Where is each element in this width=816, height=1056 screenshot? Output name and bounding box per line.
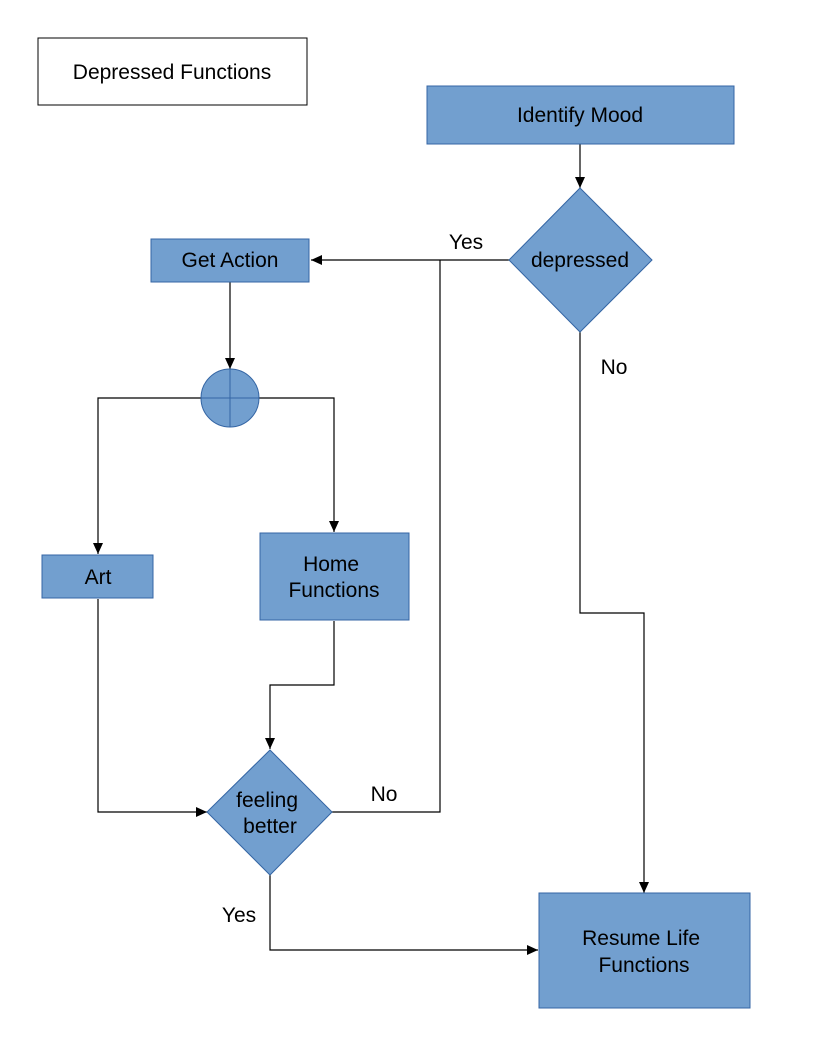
node-resume-life-functions-line-1: Resume Life bbox=[582, 927, 700, 950]
edge-label-depressed-yes: Yes bbox=[449, 231, 483, 254]
node-art: Art bbox=[41, 554, 154, 599]
edge-label-feeling-better-no: No bbox=[371, 783, 398, 806]
node-resume-life-functions-shape bbox=[538, 892, 751, 1009]
node-get-action: Get Action bbox=[150, 238, 310, 283]
decision-depressed-shape bbox=[508, 187, 653, 333]
edge-feeling-better-no-loop bbox=[332, 260, 441, 813]
decision-feeling-better-line-2: better bbox=[243, 815, 297, 838]
decision-depressed: depressed bbox=[508, 187, 653, 333]
node-get-action-shape bbox=[150, 238, 310, 283]
node-identify-mood-shape bbox=[426, 85, 735, 145]
edge-label-depressed-no: No bbox=[601, 356, 628, 379]
node-get-action-label: Get Action bbox=[182, 249, 279, 272]
decision-feeling-better: feeling better bbox=[206, 749, 333, 876]
decision-feeling-better-line-1: feeling bbox=[236, 789, 298, 812]
node-resume-life-functions-label: Resume Life Functions bbox=[582, 927, 706, 977]
node-art-label: Art bbox=[85, 566, 112, 589]
node-art-shape bbox=[41, 554, 154, 599]
node-resume-life-functions: Resume Life Functions bbox=[538, 892, 751, 1009]
node-identify-mood-label: Identify Mood bbox=[517, 104, 643, 127]
edge-junction-to-home bbox=[259, 397, 339, 532]
node-identify-mood: Identify Mood bbox=[426, 85, 735, 145]
node-home-functions: Home Functions bbox=[259, 532, 410, 621]
node-home-functions-line-1: Home bbox=[303, 553, 359, 576]
edge-depressed-no-to-resume bbox=[579, 332, 649, 893]
node-home-functions-line-2: Functions bbox=[288, 579, 379, 602]
node-home-functions-label: Home Functions bbox=[288, 553, 379, 602]
edge-label-feeling-better-yes: Yes bbox=[222, 904, 256, 927]
decision-feeling-better-shape bbox=[206, 749, 333, 876]
edge-home-to-feeling-better bbox=[265, 621, 335, 749]
node-home-functions-shape bbox=[259, 532, 410, 621]
edge-art-to-feeling-better bbox=[97, 599, 207, 817]
decision-feeling-better-label: feeling better bbox=[236, 789, 304, 838]
diagram-title: Depressed Functions bbox=[73, 61, 271, 84]
title-box: Depressed Functions bbox=[37, 37, 308, 106]
edge-junction-to-art bbox=[93, 397, 202, 554]
junction-fork bbox=[200, 368, 260, 428]
decision-depressed-label: depressed bbox=[531, 249, 629, 272]
edge-feeling-better-yes-to-resume bbox=[269, 875, 538, 955]
node-resume-life-functions-line-2: Functions bbox=[598, 954, 689, 977]
